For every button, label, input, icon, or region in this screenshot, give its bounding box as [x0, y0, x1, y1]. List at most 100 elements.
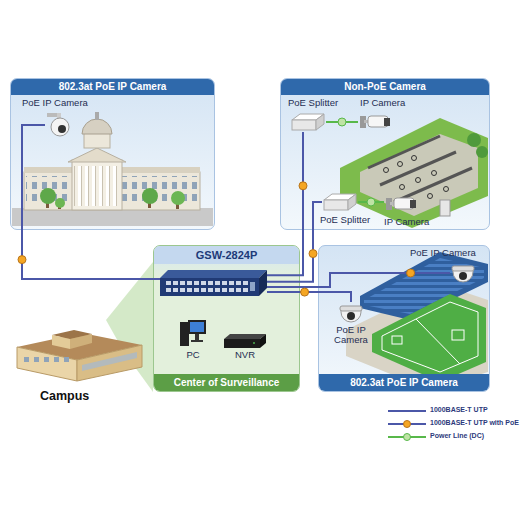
legend-samples-part	[388, 436, 426, 438]
node-label: PoE Splitter	[288, 97, 338, 108]
switch-icon-part	[160, 278, 259, 296]
switch-icon-part	[187, 281, 192, 285]
bullet-camera-icon	[384, 194, 418, 216]
node-label: PC	[173, 349, 213, 360]
dome-camera: PoE IP Camera	[450, 262, 476, 284]
switch-icon-part	[259, 270, 267, 296]
switch-icon-part	[236, 281, 241, 285]
nvr: NVR	[224, 334, 266, 348]
pc-icon	[180, 318, 206, 348]
bullet-camera-icon-part	[410, 200, 416, 208]
nvr-icon-part	[253, 342, 255, 344]
pc-icon-part	[191, 340, 203, 342]
legend-samples-part	[388, 410, 426, 412]
dome-camera-icon-part	[340, 306, 362, 311]
switch-icon-part	[201, 281, 206, 285]
splitter-icon	[290, 112, 326, 132]
pc-icon-part	[190, 322, 204, 332]
nvr-icon-part	[224, 339, 260, 348]
pc-icon-part	[195, 334, 199, 340]
dome-camera-icon-part	[459, 272, 467, 280]
ip-camera: IP Camera	[384, 194, 418, 216]
campus-icon-part	[17, 347, 77, 381]
nvr-icon-part	[260, 334, 266, 348]
switch-icon-part	[236, 288, 241, 292]
camera-panel: Non-PoE CameraPoE SplitterIP CameraPoE S…	[280, 78, 490, 230]
dome-camera: PoE IP Camera	[338, 302, 364, 324]
node-label: 802.3at PoE IP Camera	[319, 374, 489, 391]
ptz-camera: PoE IP Camera	[45, 112, 75, 138]
campus-icon-part	[77, 345, 142, 381]
poe-splitter: PoE Splitter	[322, 192, 358, 212]
pc: PC	[180, 318, 206, 348]
camera-panel: 802.3at PoE IP CameraPoE IP Camera	[10, 78, 215, 230]
switch-icon-part	[243, 281, 248, 285]
pc-icon-part	[188, 320, 206, 334]
node-label: 802.3at PoE IP Camera	[11, 79, 214, 95]
splitter-icon-part	[292, 120, 316, 130]
switch-icon-part	[208, 281, 213, 285]
node-label: PoE IP Camera	[22, 97, 88, 108]
splitter-icon	[322, 192, 358, 212]
switch-icon-part	[194, 288, 199, 292]
switch-icon-part	[229, 281, 234, 285]
dome-camera-icon-part	[452, 266, 474, 271]
switch-icon-part	[194, 281, 199, 285]
switch-icon-part	[160, 270, 267, 278]
node-label: PoE IP Camera	[410, 247, 476, 258]
ptz-camera-icon-part	[58, 125, 66, 133]
switch-icon-part	[229, 288, 234, 292]
ip-camera: IP Camera	[358, 112, 392, 134]
legend-samples-part	[388, 423, 426, 425]
dome-camera-icon	[450, 262, 476, 284]
legend-samples	[388, 411, 426, 441]
switch-icon-part	[208, 288, 213, 292]
switch-icon-part	[201, 288, 206, 292]
switch-icon-part	[250, 282, 255, 291]
poe-splitter: PoE Splitter	[290, 112, 326, 132]
dome-camera-icon-part	[453, 270, 473, 282]
node-label: IP Camera	[384, 216, 429, 227]
legend-text: 1000BASE-T UTP	[430, 406, 488, 413]
splitter-icon-part	[324, 200, 348, 210]
dome-camera-icon	[338, 302, 364, 324]
dome-camera-icon-part	[347, 312, 355, 320]
bullet-camera-icon-part	[384, 118, 390, 126]
node-label: Campus	[40, 389, 89, 403]
switch-icon	[160, 270, 267, 296]
nvr-icon-part	[224, 334, 266, 339]
bullet-camera-icon	[358, 112, 392, 134]
switch-icon-part	[243, 288, 248, 292]
switch-icon-part	[222, 288, 227, 292]
switch-icon-part	[187, 288, 192, 292]
legend-samples-part	[404, 421, 411, 428]
campus-icon-part	[52, 335, 70, 349]
switch-icon-part	[180, 288, 185, 292]
poe-badge	[309, 250, 317, 258]
node-label: PoE Splitter	[320, 214, 370, 225]
switch-icon-part	[173, 281, 178, 285]
poe-badge	[301, 288, 309, 296]
switch-icon-part	[222, 281, 227, 285]
node-label: IP Camera	[360, 97, 405, 108]
legend-samples-part	[404, 434, 411, 441]
switch-icon-part	[166, 288, 171, 292]
campus-building: Campus	[12, 305, 152, 383]
campus-icon-part	[70, 334, 92, 349]
node-label: NVR	[224, 349, 266, 360]
pc-icon-part	[180, 322, 189, 346]
ptz-camera-icon	[45, 112, 75, 138]
campus-icon	[12, 305, 152, 383]
node-label: Non-PoE Camera	[281, 79, 489, 95]
splitter-icon-part	[348, 194, 356, 210]
surveillance-panel: Center of SurveillanceGSW-2824PPCNVR	[153, 245, 300, 392]
splitter-icon-part	[316, 114, 324, 130]
switch-icon-part	[180, 281, 185, 285]
switch-icon-part	[166, 281, 171, 285]
dome-camera-icon-part	[341, 310, 361, 322]
poe-badge	[18, 256, 26, 264]
legend-text: 1000BASE-T UTP with PoE	[430, 419, 519, 426]
switch-icon-part	[215, 281, 220, 285]
camera-panel: 802.3at PoE IP CameraPoE IP CameraPoE IP…	[318, 245, 490, 392]
